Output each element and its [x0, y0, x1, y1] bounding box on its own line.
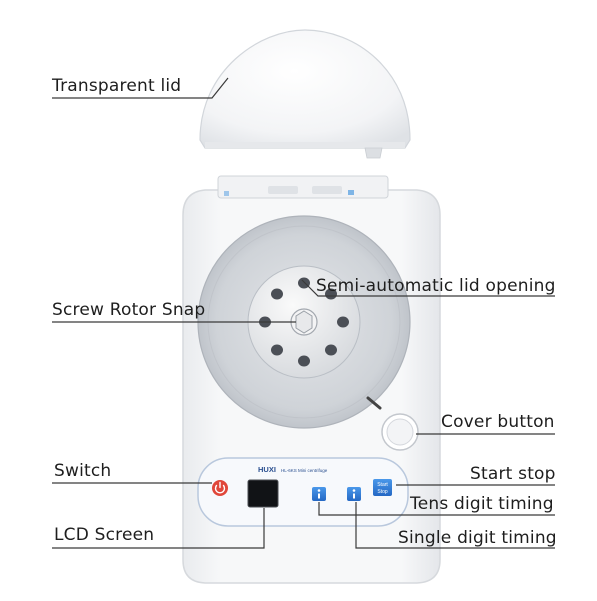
brand-text: HUXI — [258, 465, 276, 474]
single-digit-button[interactable] — [347, 487, 361, 501]
label-start-stop: Start stop — [470, 464, 556, 484]
power-icon — [214, 481, 226, 494]
leader-lines — [52, 77, 555, 549]
leader-single-digit — [355, 502, 555, 549]
label-cover-button: Cover button — [441, 412, 555, 432]
transparent-lid — [199, 29, 411, 159]
label-transparent-lid: Transparent lid — [52, 76, 182, 96]
leader-transparent-lid — [52, 77, 229, 99]
power-switch[interactable] — [212, 480, 228, 496]
leader-lcd-screen — [52, 508, 265, 549]
label-switch: Switch — [54, 461, 112, 481]
label-screw-rotor-snap: Screw Rotor Snap — [52, 300, 206, 320]
start-text: Start — [377, 482, 388, 488]
label-semi-auto-lid: Semi-automatic lid opening — [316, 276, 556, 296]
start-stop-button[interactable]: Start Stop — [373, 479, 392, 496]
lid-latch — [366, 396, 382, 410]
leader-tens-digit — [318, 502, 555, 516]
label-single-digit: Single digit timing — [398, 528, 557, 548]
model-text: HL-6KS Mini centrifuge — [281, 468, 328, 473]
stop-text: Stop — [377, 489, 388, 495]
leader-semi-auto-lid — [301, 279, 555, 297]
control-panel: HUXI HL-6KS Mini centrifuge — [197, 457, 409, 527]
lcd-screen — [247, 479, 279, 508]
label-tens-digit: Tens digit timing — [410, 494, 554, 514]
label-lcd-screen: LCD Screen — [54, 525, 155, 545]
cover-button-knob[interactable] — [381, 413, 419, 451]
tens-digit-button[interactable] — [312, 487, 326, 501]
